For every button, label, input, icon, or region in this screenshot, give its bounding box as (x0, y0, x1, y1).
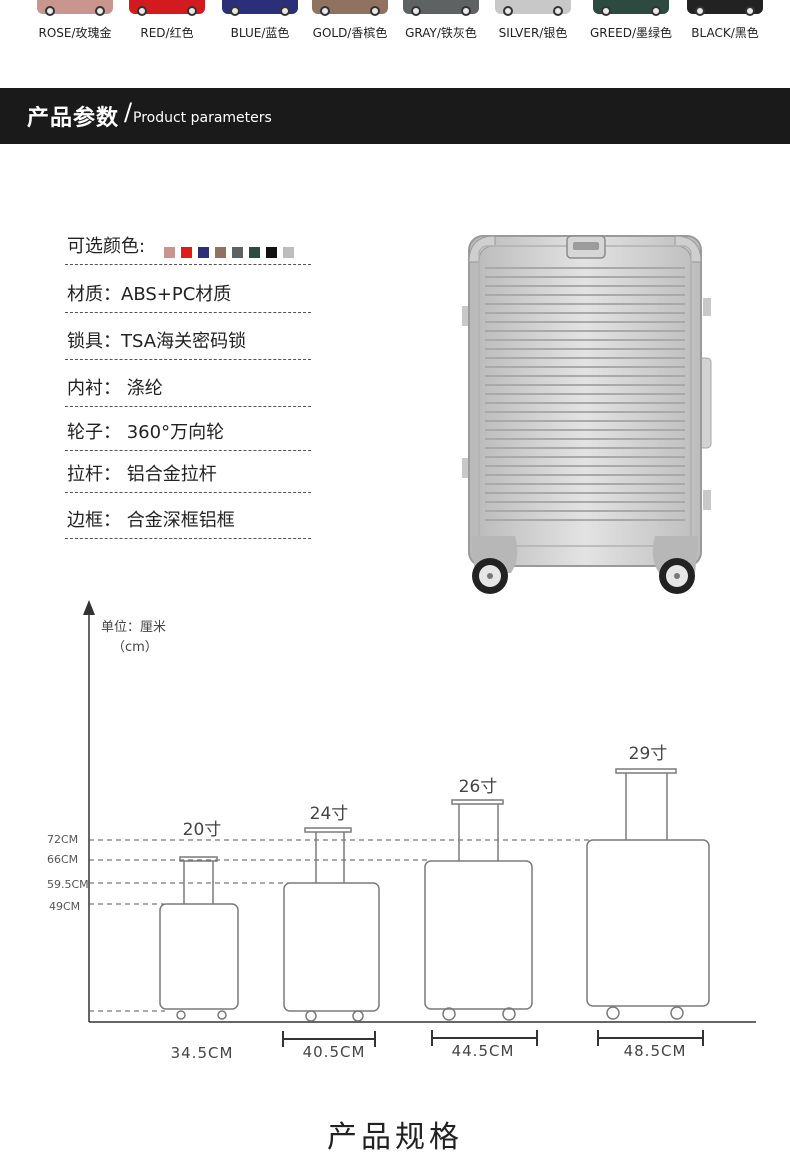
param-row-wheels: 轮子： 360°万向轮 (65, 406, 311, 451)
case-26 (424, 799, 533, 1021)
width-label-29: 48.5CM (623, 1042, 687, 1060)
width-label-26: 44.5CM (451, 1042, 515, 1060)
swatch-wheel-icon (553, 6, 563, 16)
color-dot (215, 247, 226, 258)
color-dot (232, 247, 243, 258)
color-dot (266, 247, 277, 258)
swatch-case-icon (222, 0, 298, 14)
param-text: 内衬： 涤纶 (67, 378, 163, 399)
color-swatch-strip: ROSE/玫瑰金 RED/红色 BLUE/蓝色 GOLD/香槟色 GRAY/铁灰色 SIL… (0, 0, 790, 50)
case-24 (283, 827, 380, 1022)
size-label-26: 26寸 (458, 777, 498, 797)
color-dot (198, 247, 209, 258)
param-row-frame: 边框： 合金深框铝框 (65, 494, 311, 539)
swatch-wheel-icon (651, 6, 661, 16)
swatch-case-icon (129, 0, 205, 14)
section-header-band: 产品参数 / Product parameters (0, 88, 790, 144)
color-dot (181, 247, 192, 258)
param-row-colors: 可选颜色: (65, 220, 311, 265)
case-20 (159, 856, 239, 1020)
color-dot (249, 247, 260, 258)
swatch-wheel-icon (503, 6, 513, 16)
height-tick-66: 66CM (47, 853, 79, 866)
param-row-lock: 锁具：TSA海关密码锁 (65, 315, 311, 360)
swatch-wheel-icon (745, 6, 755, 16)
header-title-en: Product parameters (133, 110, 272, 126)
swatch-case-icon (312, 0, 388, 14)
wheel-left (472, 558, 508, 594)
height-tick-59: 59.5CM (47, 878, 89, 891)
param-text: 拉杆： 铝合金拉杆 (67, 464, 217, 485)
swatch-label: BLACK/黑色 (691, 26, 759, 40)
width-brackets (282, 1030, 704, 1047)
size-label-29: 29寸 (628, 744, 668, 764)
swatch-label: ROSE/玫瑰金 (38, 26, 112, 40)
color-dot (164, 247, 175, 258)
param-row-handle: 拉杆： 铝合金拉杆 (65, 448, 311, 493)
swatch-label: GREED/墨绿色 (589, 26, 673, 40)
height-tick-72: 72CM (47, 833, 79, 846)
swatch-case-icon (687, 0, 763, 14)
color-dot (283, 247, 294, 258)
swatch-label: RED/红色 (140, 26, 194, 40)
suitcase-illustration (462, 235, 712, 594)
swatch-wheel-icon (95, 6, 105, 16)
width-label-24: 40.5CM (302, 1043, 366, 1061)
swatch-wheel-icon (280, 6, 290, 16)
param-row-lining: 内衬： 涤纶 (65, 362, 311, 407)
swatch-case-icon (495, 0, 571, 14)
size-label-24: 24寸 (309, 804, 349, 824)
swatch-wheel-icon (137, 6, 147, 16)
param-row-material: 材质：ABS+PC材质 (65, 268, 311, 313)
swatch-wheel-icon (230, 6, 240, 16)
unit-label: 单位：厘米 (101, 620, 167, 635)
swatch-wheel-icon (411, 6, 421, 16)
swatch-wheel-icon (45, 6, 55, 16)
swatch-case-icon (37, 0, 113, 14)
size-label-20: 20寸 (182, 820, 222, 840)
section-title-specs: 产品规格 (327, 1120, 463, 1155)
header-title-cn: 产品参数 (27, 106, 120, 131)
swatch-wheel-icon (461, 6, 471, 16)
param-text: 材质：ABS+PC材质 (67, 284, 232, 305)
unit-label-cm: （cm） (112, 640, 158, 655)
width-label-20: 34.5CM (170, 1044, 234, 1062)
size-chart (83, 600, 756, 1047)
param-colors-label: 可选颜色: (67, 236, 146, 257)
swatch-label: GRAY/铁灰色 (405, 26, 477, 40)
swatch-label: BLUE/蓝色 (230, 26, 290, 40)
swatch-wheel-icon (187, 6, 197, 16)
header-slash: / (124, 98, 133, 126)
swatch-label: SILVER/银色 (498, 26, 568, 40)
param-text: 轮子： 360°万向轮 (67, 422, 225, 443)
y-axis-arrow (83, 600, 95, 615)
swatch-case-icon (403, 0, 479, 14)
param-text: 边框： 合金深框铝框 (67, 510, 235, 531)
swatch-wheel-icon (695, 6, 705, 16)
swatch-wheel-icon (320, 6, 330, 16)
param-text: 锁具：TSA海关密码锁 (67, 331, 247, 352)
height-tick-49: 49CM (49, 900, 81, 913)
swatch-label: GOLD/香槟色 (312, 26, 388, 40)
wheel-right (659, 558, 695, 594)
swatch-wheel-icon (601, 6, 611, 16)
swatch-wheel-icon (370, 6, 380, 16)
swatch-case-icon (593, 0, 669, 14)
case-29 (586, 768, 710, 1020)
